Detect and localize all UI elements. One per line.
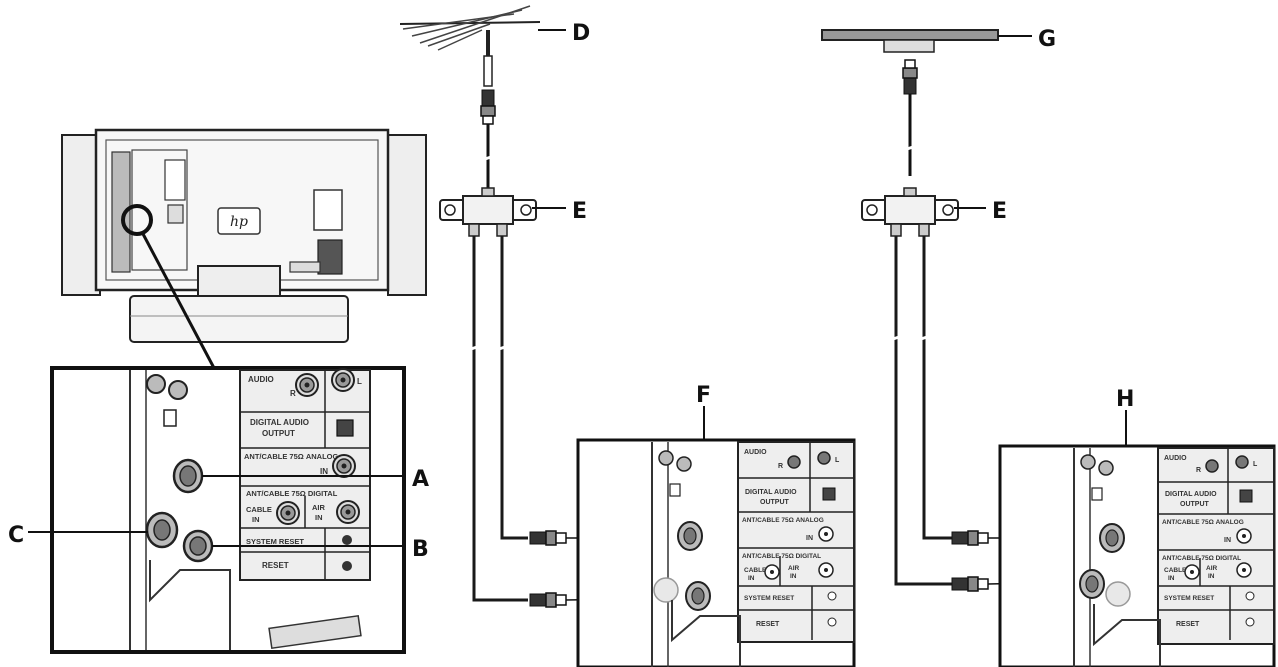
tv-stand-neck: [197, 265, 281, 297]
wall-plug: [902, 59, 918, 95]
antenna-d: [399, 5, 541, 87]
callout-g: G: [1038, 27, 1056, 52]
zoom-air-in-jack: [336, 500, 360, 524]
zoom-leader-line: [140, 231, 216, 369]
panel-h-cable-in-label: IN: [1168, 575, 1175, 582]
zoom-cable-in-label: IN: [252, 515, 260, 524]
panel-h-air-label: AIR: [1206, 565, 1218, 572]
zoom-system-reset-label: SYSTEM RESET: [246, 537, 304, 546]
panel-h-cable-label: CABLE: [1164, 567, 1187, 574]
panel-f-in-label: IN: [806, 535, 813, 542]
panel-f-reset-label: RESET: [756, 621, 780, 628]
panel-h-ant-digital-label: ANT/CABLE 75Ω DIGITAL: [1162, 555, 1241, 562]
zoom-connector-a: [172, 458, 204, 494]
panel-h-l-label: L: [1253, 461, 1258, 468]
callout-a: A: [412, 467, 429, 492]
splitter1-cable-left: [472, 236, 528, 602]
callout-h: H: [1116, 387, 1134, 412]
zoom-top-jacks: [146, 374, 188, 427]
panel-h-in-label: IN: [1224, 537, 1231, 544]
panel-h-audio-label: AUDIO: [1164, 455, 1187, 462]
panel-h-output-label: OUTPUT: [1180, 501, 1210, 508]
zoom-cable-in-jack: [276, 501, 300, 525]
wall-outlet-g: [821, 29, 999, 53]
zoom-connector-b: [182, 529, 214, 563]
zoom-digital-audio-label: DIGITAL AUDIO: [250, 418, 309, 427]
panel-f-cable-in-label: IN: [748, 575, 755, 582]
zoom-audio-l-jack: [331, 368, 355, 392]
zoom-detail-box: AUDIO R L DIGITAL AUDIO OUTPUT ANT/CABLE…: [50, 366, 406, 654]
panel-f-output-label: OUTPUT: [760, 499, 790, 506]
panel-f-air-in-label: IN: [790, 573, 797, 580]
splitter-2: [861, 187, 959, 237]
panel-h-plug-upper: [951, 530, 989, 546]
zoom-air-label: AIR: [312, 503, 326, 512]
zoom-output-label: OUTPUT: [262, 429, 295, 438]
callout-d: D: [572, 21, 590, 46]
tv-logo-badge: [217, 207, 261, 235]
tv-logo-text: hp: [230, 214, 248, 230]
panel-f-cable-label: CABLE: [744, 567, 767, 574]
panel-h-ant-analog-label: ANT/CABLE 75Ω ANALOG: [1162, 519, 1244, 526]
callout-e1: E: [572, 199, 587, 224]
panel-f-l-label: L: [835, 457, 840, 464]
zoom-audio-label: AUDIO: [248, 375, 274, 384]
tv-input-highlight-circle: [121, 204, 153, 236]
zoom-analog-in-jack: [332, 454, 356, 478]
panel-f-ant-digital-label: ANT/CABLE 75Ω DIGITAL: [742, 553, 821, 560]
panel-h-digital-audio-label: DIGITAL AUDIO: [1165, 491, 1217, 498]
zoom-cable-label: CABLE: [246, 505, 272, 514]
callout-c: C: [8, 523, 24, 548]
panel-h-r-label: R: [1196, 467, 1201, 474]
zoom-air-in-label: IN: [315, 513, 323, 522]
tv-panel-f: AUDIO R L DIGITAL AUDIO OUTPUT ANT/CABLE…: [576, 438, 856, 667]
callout-e2: E: [992, 199, 1007, 224]
zoom-reset-button: [342, 561, 352, 571]
panel-h-reset-label: RESET: [1176, 621, 1200, 628]
panel-f-audio-label: AUDIO: [744, 449, 767, 456]
panel-f-system-reset-label: SYSTEM RESET: [744, 595, 794, 602]
panel-f-plug-upper: [529, 530, 567, 546]
callout-f: F: [696, 383, 711, 408]
panel-f-ant-analog-label: ANT/CABLE 75Ω ANALOG: [742, 517, 824, 524]
callout-b: B: [412, 537, 429, 562]
zoom-r-label: R: [290, 389, 296, 398]
left-speaker: [61, 134, 101, 296]
splitter1-cable-right: [500, 236, 528, 540]
zoom-audio-r-jack: [295, 373, 319, 397]
tv-rear-view: hp: [61, 128, 427, 343]
zoom-in-label: IN: [320, 467, 328, 476]
zoom-optical-port: [336, 419, 354, 437]
splitter-1: [439, 187, 537, 237]
zoom-ant-analog-label: ANT/CABLE 75Ω ANALOG: [244, 452, 339, 461]
splitter2-cable-right: [922, 236, 952, 540]
panel-f-plug-lower: [529, 592, 567, 608]
zoom-system-reset-button: [342, 535, 352, 545]
zoom-reset-label: RESET: [262, 561, 289, 570]
splitter2-cable-left: [894, 236, 952, 586]
panel-h-plug-lower: [951, 576, 989, 592]
panel-f-digital-audio-label: DIGITAL AUDIO: [745, 489, 797, 496]
panel-h-air-in-label: IN: [1208, 573, 1215, 580]
panel-f-air-label: AIR: [788, 565, 800, 572]
zoom-l-label: L: [357, 377, 362, 386]
panel-h-system-reset-label: SYSTEM RESET: [1164, 595, 1214, 602]
tv-panel-h: AUDIO R L DIGITAL AUDIO OUTPUT ANT/CABLE…: [998, 444, 1276, 667]
tv-stand-base: [129, 295, 349, 343]
tv-connector-strip: [111, 151, 131, 273]
antenna-plug: [480, 89, 496, 125]
right-speaker: [387, 134, 427, 296]
panel-f-r-label: R: [778, 463, 783, 470]
zoom-connector-c: [145, 511, 179, 549]
zoom-ant-digital-label: ANT/CABLE 75Ω DIGITAL: [246, 489, 338, 498]
